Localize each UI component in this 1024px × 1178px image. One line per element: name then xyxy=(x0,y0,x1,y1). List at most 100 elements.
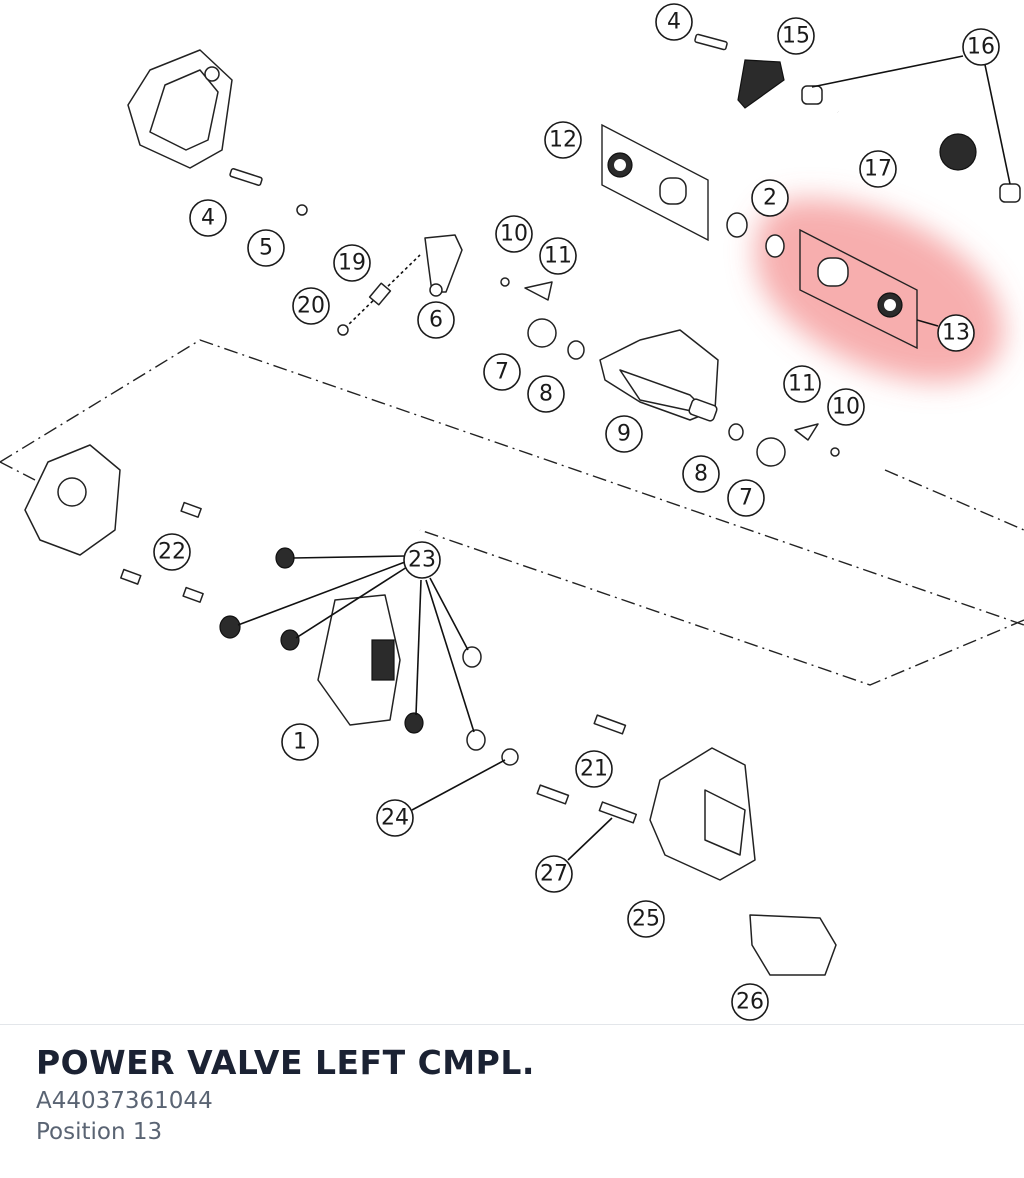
callout-label: 21 xyxy=(580,757,608,782)
callout-9[interactable]: 9 xyxy=(605,415,643,453)
callout-label: 2 xyxy=(763,186,777,211)
callout-17[interactable]: 17 xyxy=(859,150,897,188)
washer-5 xyxy=(296,204,308,216)
callout-26[interactable]: 26 xyxy=(731,983,769,1021)
callout-label: 27 xyxy=(540,862,568,887)
callout-16[interactable]: 16 xyxy=(962,28,1000,66)
valve-body-9 xyxy=(599,329,719,422)
callout-10-top[interactable]: 10 xyxy=(495,215,533,253)
callout-1[interactable]: 1 xyxy=(281,723,319,761)
actuator-1 xyxy=(317,594,401,726)
exploded-parts-diagram: 1 2 4 4 5 6 7 7 8 8 9 10 10 11 11 12 13 … xyxy=(0,3,1024,1021)
callout-21[interactable]: 21 xyxy=(575,750,613,788)
callout-label: 7 xyxy=(739,486,753,511)
callout-label: 4 xyxy=(201,206,215,231)
ring-2-b xyxy=(765,234,785,258)
valve-cover-left xyxy=(24,444,121,556)
callout-11-bottom[interactable]: 11 xyxy=(783,365,821,403)
bolt-4-top xyxy=(694,33,728,51)
callout-23[interactable]: 23 xyxy=(403,541,441,579)
callout-label: 22 xyxy=(158,540,186,565)
callout-10-bottom[interactable]: 10 xyxy=(827,388,865,426)
callout-4-left[interactable]: 4 xyxy=(189,199,227,237)
callout-label: 17 xyxy=(864,157,892,182)
bushing-16-b xyxy=(999,183,1021,203)
callout-label: 12 xyxy=(549,128,577,153)
callout-label: 1 xyxy=(293,730,307,755)
callout-label: 13 xyxy=(942,321,970,346)
callout-label: 25 xyxy=(632,907,660,932)
ring-2-a xyxy=(726,212,748,238)
callout-label: 4 xyxy=(667,10,681,35)
cylinder-cover-top xyxy=(127,49,233,169)
group-boundary-dashed xyxy=(0,339,1024,626)
lever-15 xyxy=(737,59,785,109)
callout-label: 15 xyxy=(782,24,810,49)
bushing-7-top xyxy=(527,318,557,348)
callout-19[interactable]: 19 xyxy=(333,244,371,282)
callout-label: 20 xyxy=(297,294,325,319)
callout-4-top[interactable]: 4 xyxy=(655,3,693,41)
callout-13[interactable]: 13 xyxy=(937,314,975,352)
callout-27[interactable]: 27 xyxy=(535,855,573,893)
callout-8-bottom[interactable]: 8 xyxy=(682,455,720,493)
callout-label: 26 xyxy=(736,990,764,1015)
callout-11-top[interactable]: 11 xyxy=(539,237,577,275)
plate-11-top xyxy=(524,281,553,301)
part-info-panel xyxy=(0,1024,1024,1178)
callout-label: 11 xyxy=(544,244,572,269)
lever-6 xyxy=(424,234,463,297)
callout-2[interactable]: 2 xyxy=(751,179,789,217)
callout-22[interactable]: 22 xyxy=(153,533,191,571)
callout-label: 8 xyxy=(539,382,553,407)
callout-label: 10 xyxy=(832,395,860,420)
callout-label: 23 xyxy=(408,548,436,573)
cover-25 xyxy=(649,747,756,881)
ring-8-top xyxy=(567,340,585,360)
highlight-position-13 xyxy=(755,198,1004,383)
callout-20[interactable]: 20 xyxy=(292,287,330,325)
bolt-21 xyxy=(593,714,627,735)
part-number: A44037361044 xyxy=(36,1088,213,1114)
callout-12[interactable]: 12 xyxy=(544,121,582,159)
cap-26 xyxy=(749,914,837,976)
callout-15[interactable]: 15 xyxy=(777,17,815,55)
part-title: POWER VALVE LEFT CMPL. xyxy=(36,1043,535,1082)
callout-7-bottom[interactable]: 7 xyxy=(727,479,765,517)
grommets-23 xyxy=(219,547,486,751)
position-label: Position 13 xyxy=(36,1119,163,1145)
callout-25[interactable]: 25 xyxy=(627,900,665,938)
callout-label: 10 xyxy=(500,222,528,247)
bushing-16-a xyxy=(801,85,823,105)
shaft-17 xyxy=(837,110,977,171)
screws-22 xyxy=(120,501,204,603)
callout-label: 16 xyxy=(967,35,995,60)
bolt-4-left xyxy=(229,168,263,186)
callout-8-top[interactable]: 8 xyxy=(527,375,565,413)
leader-lines xyxy=(237,55,1011,861)
group-boundary-dashed-bottom xyxy=(419,529,1024,686)
callout-label: 7 xyxy=(495,360,509,385)
callout-label: 5 xyxy=(259,236,273,261)
ring-8-bottom xyxy=(728,423,744,441)
callout-label: 9 xyxy=(617,422,631,447)
callout-7-top[interactable]: 7 xyxy=(483,353,521,391)
callout-5[interactable]: 5 xyxy=(247,229,285,267)
washer-24 xyxy=(501,748,519,766)
group-boundary-dashed-lower xyxy=(0,461,36,481)
bolt-21-b xyxy=(536,784,570,805)
kit-box-12 xyxy=(601,123,709,242)
kit-box-13 xyxy=(799,228,918,350)
group-boundary-dashed-right xyxy=(884,469,1024,531)
bushing-7-bottom xyxy=(756,437,786,467)
plate-11-bottom xyxy=(794,423,819,441)
screw-10-bottom xyxy=(830,447,840,457)
bolt-27 xyxy=(598,801,638,824)
callout-label: 6 xyxy=(429,308,443,333)
callout-label: 8 xyxy=(694,462,708,487)
callout-6[interactable]: 6 xyxy=(417,301,455,339)
callout-24[interactable]: 24 xyxy=(376,799,414,837)
spring-19-pin-20 xyxy=(337,254,421,336)
callout-label: 11 xyxy=(788,372,816,397)
screw-10-top xyxy=(500,277,510,287)
